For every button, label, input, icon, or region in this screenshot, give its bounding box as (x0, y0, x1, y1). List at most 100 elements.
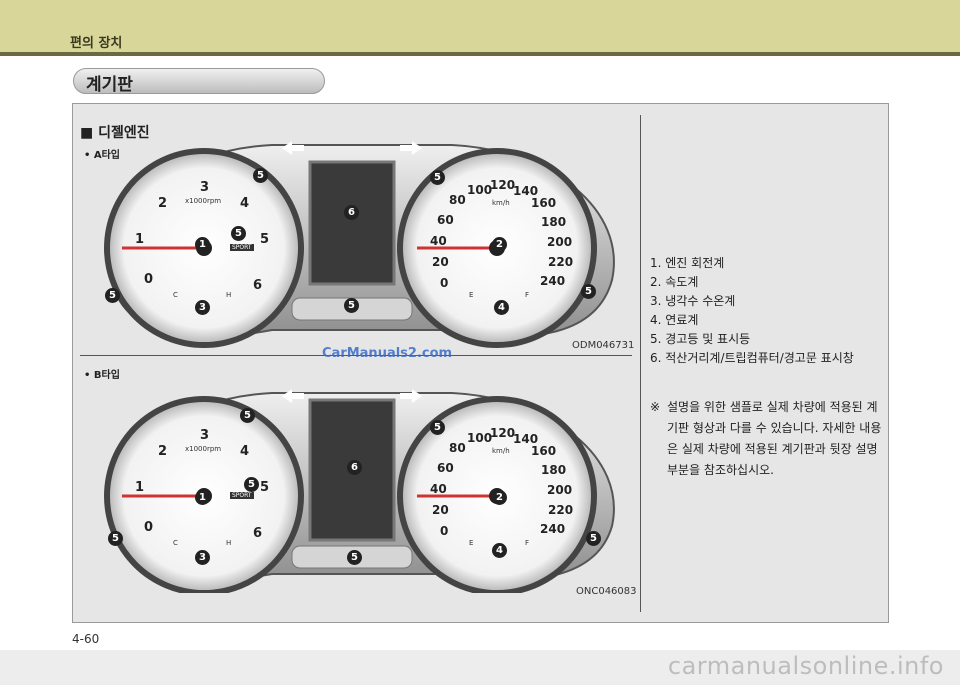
speed-number: 100 (467, 183, 493, 197)
fuel-high-label: F (525, 539, 530, 547)
figure-code-b: ONC046083 (576, 586, 637, 597)
speed-number: 140 (513, 184, 539, 198)
legend-divider (640, 115, 641, 612)
tach-number: 0 (144, 520, 154, 535)
speed-number: 160 (531, 196, 557, 210)
callout-number: 5 (240, 408, 255, 423)
instrument-cluster-b (104, 389, 615, 593)
tach-number: 4 (240, 196, 250, 211)
callout-number: 5 (581, 284, 596, 299)
right-turn-arrow (400, 141, 422, 155)
tach-unit: x1000rpm (185, 445, 222, 453)
watermark-text: CarManuals2.com (322, 346, 453, 361)
tach-number: 5 (260, 232, 270, 247)
speed-number: 20 (432, 503, 449, 517)
callout-number: 5 (108, 531, 123, 546)
speed-number: 60 (437, 213, 454, 227)
legend-item: 2. 속도계 (650, 275, 699, 289)
speed-number: 220 (548, 255, 574, 269)
callout-number: 5 (586, 531, 601, 546)
page-number: 4-60 (72, 632, 100, 646)
callout-number: 1 (195, 237, 210, 252)
footer-watermark: carmanualsonline.info (667, 652, 944, 680)
speed-number: 160 (531, 444, 557, 458)
speed-number: 200 (547, 235, 573, 249)
temp-low-label: C (173, 539, 178, 547)
speed-number: 100 (467, 431, 493, 445)
tach-number: 2 (158, 444, 168, 459)
callout-number: 4 (492, 543, 507, 558)
tach-number: 5 (260, 480, 270, 495)
callout-number: 2 (492, 237, 507, 252)
speed-number: 40 (430, 482, 447, 496)
callout-number: 5 (105, 288, 120, 303)
figure-divider (80, 355, 632, 356)
speed-number: 220 (548, 503, 574, 517)
temp-low-label: C (173, 291, 178, 299)
temp-high-label: H (226, 291, 232, 299)
speed-number: 0 (440, 276, 449, 290)
speed-number: 180 (541, 463, 567, 477)
tach-number: 4 (240, 444, 250, 459)
speed-number: 120 (490, 178, 516, 192)
speed-number: 40 (430, 234, 447, 248)
callout-number: 6 (344, 205, 359, 220)
sport-indicator: SPORT (230, 492, 254, 499)
note: ※ 설명을 위한 샘플로 실제 차량에 적용된 계기판 형상과 다를 수 있습니… (650, 397, 885, 481)
callout-number: 3 (195, 550, 210, 565)
temp-high-label: H (226, 539, 232, 547)
speed-number: 60 (437, 461, 454, 475)
callout-number: 5 (253, 168, 268, 183)
speed-number: 140 (513, 432, 539, 446)
callout-number: 2 (492, 490, 507, 505)
speed-number: 20 (432, 255, 449, 269)
callout-number: 5 (344, 298, 359, 313)
fuel-low-label: E (469, 291, 474, 299)
lcd-display (308, 160, 396, 286)
callout-number: 1 (195, 490, 210, 505)
callout-number: 3 (195, 300, 210, 315)
callout-number: 5 (231, 226, 246, 241)
tach-number: 1 (135, 232, 145, 247)
speed-number: 240 (540, 522, 566, 536)
tach-number: 2 (158, 196, 168, 211)
type-a-label: • A타입 (84, 150, 121, 161)
speed-number: 180 (541, 215, 567, 229)
speed-unit: km/h (492, 199, 510, 207)
speed-number: 200 (547, 483, 573, 497)
tach-unit: x1000rpm (185, 197, 222, 205)
header-bar (0, 0, 960, 52)
fuel-high-label: F (525, 291, 530, 299)
engine-subtitle: ■ 디젤엔진 (80, 125, 150, 141)
speed-number: 120 (490, 426, 516, 440)
callout-number: 5 (430, 420, 445, 435)
tach-number: 6 (253, 278, 263, 293)
callout-number: 5 (244, 477, 259, 492)
tach-number: 3 (200, 180, 210, 195)
legend-item: 1. 엔진 회전계 (650, 256, 725, 270)
legend-item: 6. 적산거리계/트립컴퓨터/경고문 표시창 (650, 351, 854, 365)
sport-indicator: SPORT (230, 244, 254, 251)
tach-number: 3 (200, 428, 210, 443)
callout-number: 6 (347, 460, 362, 475)
left-turn-arrow (282, 389, 304, 403)
callout-number: 4 (494, 300, 509, 315)
callout-number: 5 (347, 550, 362, 565)
fuel-low-label: E (469, 539, 474, 547)
chapter-title: 편의 장치 (70, 36, 123, 51)
note-text: 설명을 위한 샘플로 실제 차량에 적용된 계기판 형상과 다를 수 있습니다.… (667, 400, 882, 477)
tach-number: 1 (135, 480, 145, 495)
speed-number: 80 (449, 441, 466, 455)
speed-number: 80 (449, 193, 466, 207)
figure-code-a: ODM046731 (572, 340, 635, 351)
tach-number: 0 (144, 272, 154, 287)
section-title-pill (73, 68, 325, 94)
speed-number: 0 (440, 524, 449, 538)
tach-number: 6 (253, 526, 263, 541)
right-turn-arrow (400, 389, 422, 403)
left-turn-arrow (282, 141, 304, 155)
note-mark: ※ (650, 400, 661, 414)
legend-item: 3. 냉각수 수온계 (650, 294, 736, 308)
legend-list: 1. 엔진 회전계 2. 속도계 3. 냉각수 수온계 4. 연료계 5. 경고… (650, 254, 854, 368)
type-b-label: • B타입 (84, 370, 120, 381)
